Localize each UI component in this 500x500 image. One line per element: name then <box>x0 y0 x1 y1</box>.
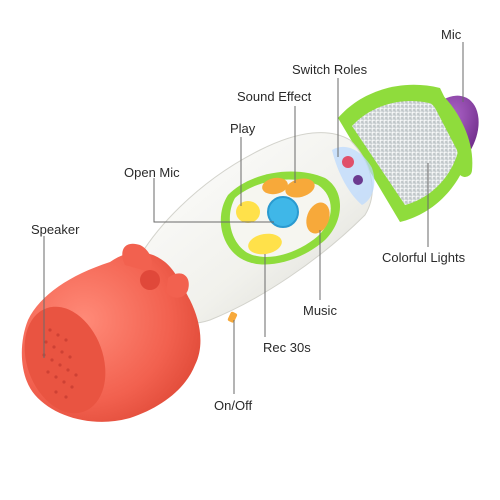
open-mic-button <box>267 196 299 228</box>
label-music: Music <box>303 303 337 318</box>
leader-lines <box>43 42 464 394</box>
on-off-switch <box>227 311 238 323</box>
label-open-mic: Open Mic <box>124 165 180 180</box>
label-mic: Mic <box>441 27 462 42</box>
label-speaker: Speaker <box>31 222 80 237</box>
label-play: Play <box>230 121 256 136</box>
label-switch-roles: Switch Roles <box>292 62 368 77</box>
music-button <box>306 202 330 234</box>
switch-button <box>262 177 288 195</box>
label-rec-30s: Rec 30s <box>263 340 311 355</box>
speaker <box>21 243 201 422</box>
colorful-lights-grill <box>338 84 473 222</box>
label-colorful-lights: Colorful Lights <box>382 250 466 265</box>
sound-effect-button <box>285 178 315 198</box>
switch-roles-window <box>332 146 375 205</box>
label-sound-effect: Sound Effect <box>237 89 312 104</box>
label-on-off: On/Off <box>214 398 253 413</box>
play-button <box>236 201 260 223</box>
leader-open-mic <box>153 178 274 223</box>
control-buttons <box>236 177 330 255</box>
rec-button <box>248 233 282 255</box>
